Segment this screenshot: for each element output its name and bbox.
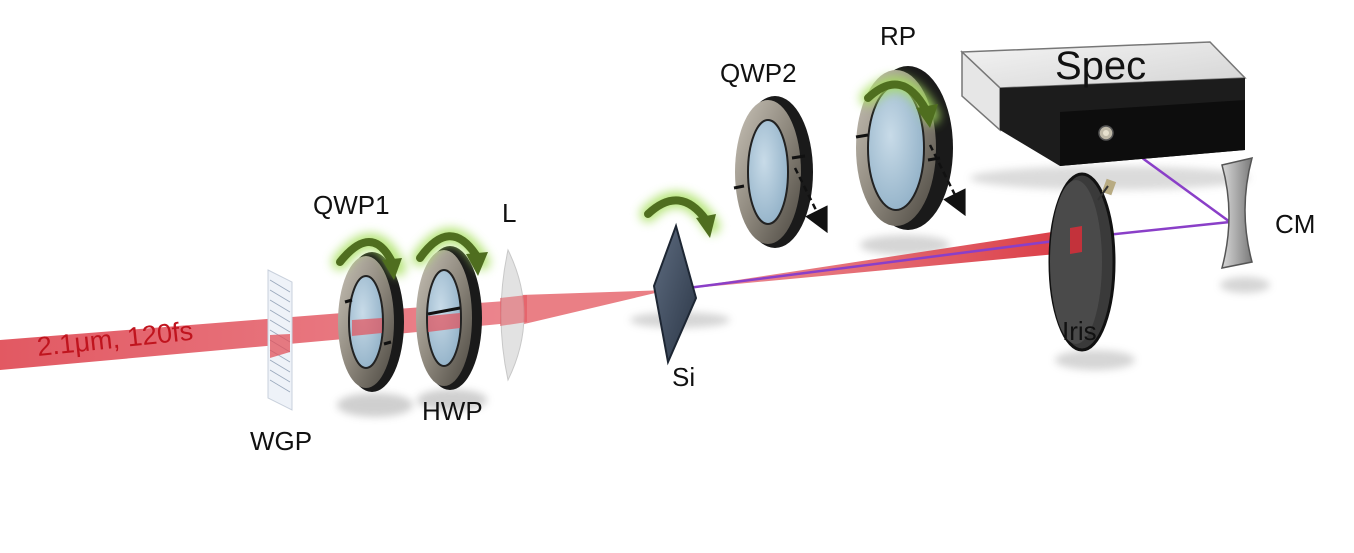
half-wave-plate	[416, 246, 482, 390]
lens	[500, 248, 527, 382]
laser-beam-diverging	[672, 228, 1078, 290]
iris	[1048, 172, 1117, 352]
spec-label: Spec	[1055, 44, 1146, 88]
rotating-polarizer	[855, 66, 966, 230]
cm-label: CM	[1275, 209, 1315, 239]
lens-label: L	[502, 198, 516, 228]
rp-label: RP	[880, 21, 916, 51]
rotation-axis-arrow-icon	[793, 167, 828, 234]
wgp-label: WGP	[250, 426, 312, 456]
si-label: Si	[672, 362, 695, 392]
hwp-label: HWP	[422, 396, 483, 426]
rotation-axis-arrow-icon	[928, 144, 966, 217]
curved-mirror	[1220, 156, 1254, 269]
iris-label: Iris	[1062, 316, 1097, 346]
quarter-wave-plate-1	[338, 252, 404, 392]
qwp2-label: QWP2	[720, 58, 797, 88]
spectrometer	[960, 41, 1247, 166]
wire-grid-polarizer	[267, 269, 293, 411]
qwp1-label: QWP1	[313, 190, 390, 220]
rotation-arrow-icon	[332, 75, 940, 280]
laser-beam-focused	[520, 290, 668, 325]
silicon-sample	[652, 222, 698, 366]
quarter-wave-plate-2	[733, 96, 828, 248]
